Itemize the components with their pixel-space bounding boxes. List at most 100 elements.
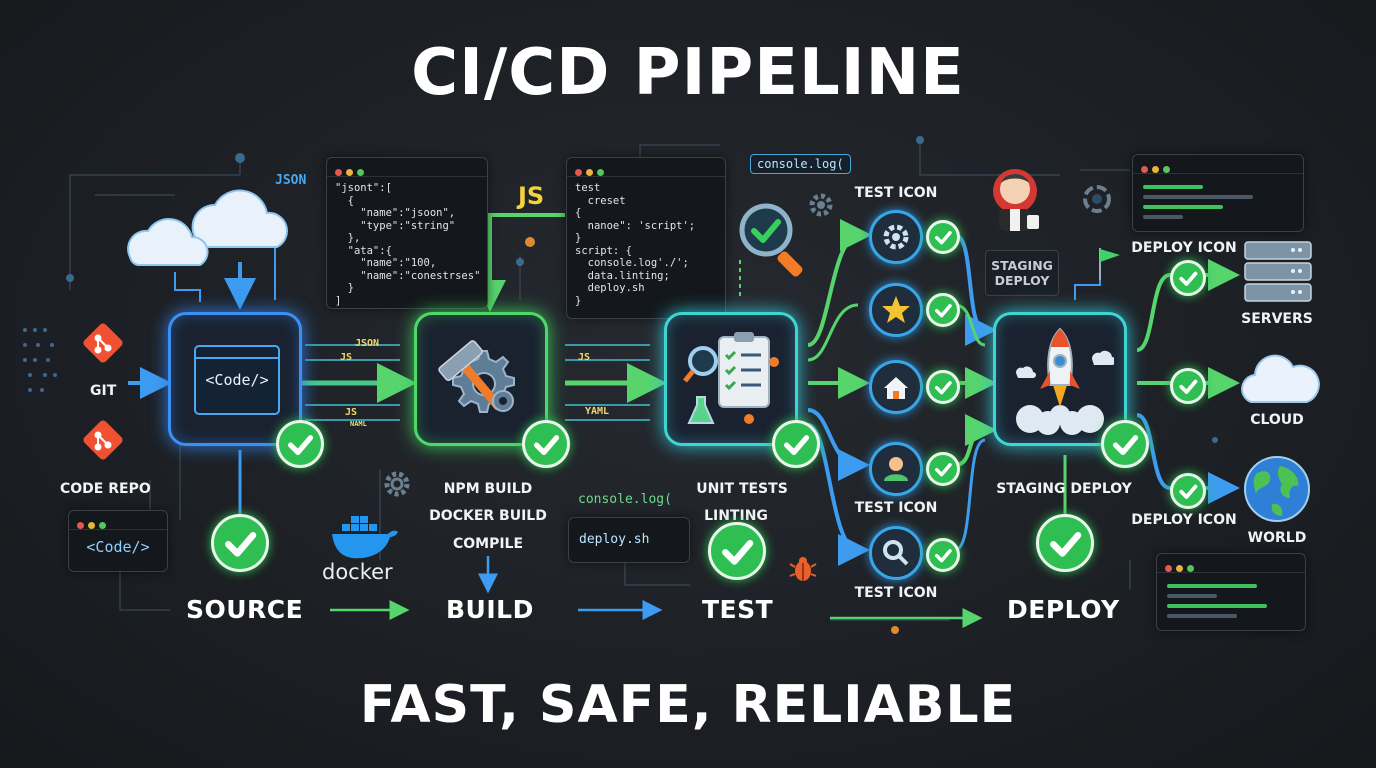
rocket-icon	[1006, 323, 1116, 435]
docker-label: docker	[322, 560, 393, 584]
terminal-window-bottom	[1156, 553, 1306, 631]
gear-test-check-icon	[926, 220, 960, 254]
stage-test: TEST	[702, 595, 774, 624]
flow-tag-yaml: YAML	[585, 406, 610, 417]
code-line: }	[335, 282, 354, 294]
bug-icon	[788, 554, 818, 584]
stage-build: BUILD	[446, 595, 534, 624]
magnifier-check-icon	[736, 200, 816, 280]
home-test-icon	[869, 360, 923, 414]
test-box-check-icon	[772, 420, 820, 468]
small-gear-icon	[381, 468, 413, 500]
deploy-cloud-check-icon	[1170, 368, 1206, 404]
deploy-check-icon	[1036, 514, 1094, 572]
console-log-bubble-top: console.log(	[750, 154, 851, 174]
js-code-window: test creset{ nanoe": 'script';}script: {…	[566, 157, 726, 319]
user-test-check-icon	[926, 452, 960, 486]
footer-tagline: FAST, SAFE, RELIABLE	[359, 675, 1017, 735]
code-line: "name":"100,	[335, 257, 437, 269]
git-icon	[78, 318, 128, 368]
code-line: }	[575, 232, 582, 244]
flag-icon	[1096, 246, 1124, 282]
code-repo-icon	[78, 415, 128, 465]
js-code-lines: test creset{ nanoe": 'script';}script: {…	[567, 177, 725, 312]
js-badge: JS	[518, 182, 545, 210]
json-code-lines: "jsont":[ { "name":"jsoon", "type":"stri…	[327, 177, 487, 312]
console-log-bubble: console.log(	[578, 492, 672, 507]
servers-icon	[1243, 240, 1313, 304]
test-item-unit-tests: UNIT TESTS	[696, 481, 788, 497]
code-line: "name":"jsoon",	[335, 207, 456, 219]
staging-sign-box: STAGING DEPLOY	[985, 250, 1059, 296]
git-label: GIT	[90, 383, 117, 399]
code-line: {	[335, 194, 354, 207]
deploy-box-check-icon	[1101, 420, 1149, 468]
code-line: nanoe": 'script';	[575, 219, 696, 232]
code-line: "type":"string"	[335, 219, 456, 232]
flow-tag-json: JSON	[355, 338, 380, 349]
build-item-compile: COMPILE	[452, 536, 524, 552]
source-stage-box[interactable]: <Code/>	[168, 312, 302, 446]
star-test-icon	[869, 283, 923, 337]
build-item-npm: NPM BUILD	[443, 481, 533, 497]
flow-tag-naml: NAML	[350, 420, 367, 428]
target-servers-label: SERVERS	[1241, 311, 1313, 327]
gear-icon-test	[806, 190, 836, 220]
terminal-window-top	[1132, 154, 1304, 232]
code-line: data.linting;	[575, 269, 670, 282]
test-icon-label-2: TEST ICON	[854, 500, 938, 516]
code-repo-label: CODE REPO	[60, 481, 151, 497]
code-line: deploy.sh	[575, 282, 645, 294]
deploy-icon-label-top: DEPLOY ICON	[1131, 240, 1237, 256]
test-item-linting: LINTING	[704, 508, 768, 524]
deploy-world-check-icon	[1170, 473, 1206, 509]
page-title: CI/CD PIPELINE	[411, 36, 965, 110]
code-line: test	[575, 182, 601, 194]
stage-deploy: DEPLOY	[1007, 595, 1120, 624]
code-line: },	[335, 232, 361, 244]
user-test-icon	[869, 442, 923, 496]
code-editor-icon: <Code/>	[194, 345, 280, 415]
code-line: console.log'./';	[575, 257, 689, 269]
small-code-text: <Code/>	[86, 538, 150, 556]
code-line: "name":"conestrses"	[335, 269, 481, 282]
stage-source: SOURCE	[186, 595, 304, 624]
test-check-icon	[708, 522, 766, 580]
test-icon-label-1: TEST ICON	[854, 185, 938, 201]
gear-hammer-icon	[431, 329, 531, 429]
cloud-icon	[120, 182, 300, 272]
deploy-sh-text: deploy.sh	[579, 532, 650, 547]
code-tag-text: <Code/>	[205, 371, 269, 389]
target-cloud-label: CLOUD	[1250, 412, 1304, 428]
gear-test-icon	[869, 210, 923, 264]
code-line: "ata":{	[335, 244, 392, 257]
home-test-check-icon	[926, 370, 960, 404]
json-code-window: "jsont":[ { "name":"jsoon", "type":"stri…	[326, 157, 488, 309]
jenkins-icon	[985, 165, 1045, 235]
search-test-check-icon	[926, 538, 960, 572]
globe-icon	[1242, 454, 1312, 524]
star-test-check-icon	[926, 293, 960, 327]
source-box-check-icon	[276, 420, 324, 468]
code-line: {	[575, 207, 582, 219]
search-test-icon	[869, 526, 923, 580]
deploy-servers-check-icon	[1170, 260, 1206, 296]
staging-deploy-label: STAGING DEPLOY	[996, 481, 1132, 497]
test-stage-box[interactable]	[664, 312, 798, 446]
clipboard-checklist-icon	[679, 327, 783, 431]
build-box-check-icon	[522, 420, 570, 468]
build-item-docker: DOCKER BUILD	[429, 508, 547, 524]
deploy-stage-box[interactable]	[993, 312, 1127, 446]
flow-tag-js: JS	[340, 352, 353, 363]
small-code-window: <Code/>	[68, 510, 168, 572]
code-line: ]	[335, 294, 342, 307]
deploy-sh-window: deploy.sh	[568, 517, 690, 563]
code-line: }	[575, 294, 582, 307]
build-stage-box[interactable]	[414, 312, 548, 446]
deploy-icon-label-bottom: DEPLOY ICON	[1131, 512, 1237, 528]
code-line: creset	[575, 194, 626, 207]
staging-sign-text: STAGING DEPLOY	[991, 258, 1053, 288]
source-check-icon	[211, 514, 269, 572]
flow-tag-js-test: JS	[578, 352, 591, 363]
